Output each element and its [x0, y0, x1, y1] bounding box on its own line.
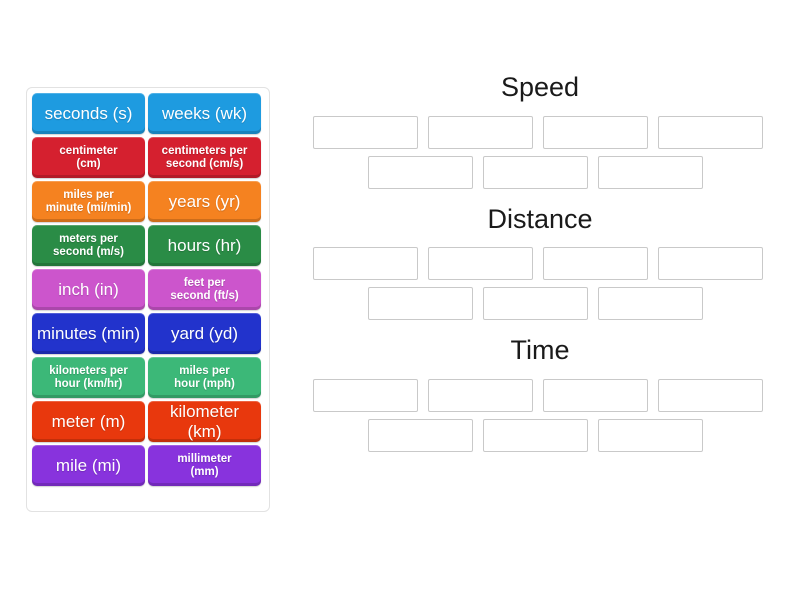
category-group: Distance	[290, 202, 780, 321]
slot-row	[290, 418, 780, 452]
unit-tile-label: kilometers per hour (km/hr)	[49, 364, 128, 390]
unit-tile-label: minutes (min)	[37, 323, 140, 343]
unit-tile-label: yard (yd)	[170, 323, 239, 343]
unit-tile-label: years (yr)	[168, 191, 241, 211]
unit-tile-label: miles per hour (mph)	[174, 364, 235, 390]
slot-row	[290, 247, 780, 281]
answer-slot[interactable]	[428, 115, 533, 149]
unit-tile-label: meter (m)	[51, 411, 126, 431]
answer-slot[interactable]	[428, 378, 533, 412]
unit-tile-label: centimeters per second (cm/s)	[161, 144, 248, 170]
answer-slot[interactable]	[313, 115, 418, 149]
unit-tile[interactable]: centimeter (cm)	[32, 137, 145, 178]
unit-tile[interactable]: hours (hr)	[148, 225, 261, 266]
answer-slot[interactable]	[482, 287, 588, 321]
unit-tile[interactable]: mile (mi)	[32, 445, 145, 486]
unit-tile[interactable]: miles per minute (mi/min)	[32, 181, 145, 222]
answer-slot[interactable]	[367, 155, 473, 189]
answer-slot[interactable]	[482, 418, 588, 452]
category-title: Distance	[487, 203, 593, 234]
unit-tile-bank: seconds (s) weeks (wk) centimeter (cm) cent…	[26, 87, 270, 512]
unit-tile[interactable]: meters per second (m/s)	[32, 225, 145, 266]
slot-row	[290, 378, 780, 412]
category-title: Time	[510, 335, 570, 366]
answer-slot[interactable]	[658, 115, 763, 149]
unit-tile-label: kilometer (km)	[170, 402, 239, 441]
unit-tile[interactable]: inch (in)	[32, 269, 145, 310]
unit-tile-label: feet per second (ft/s)	[170, 276, 239, 302]
unit-tile[interactable]: weeks (wk)	[148, 93, 261, 134]
answer-slot[interactable]	[543, 247, 648, 281]
unit-tile-label: mile (mi)	[55, 455, 122, 475]
answer-slot[interactable]	[367, 418, 473, 452]
category-group: Speed	[290, 70, 780, 189]
answer-slot[interactable]	[313, 378, 418, 412]
slot-row	[290, 115, 780, 149]
answer-slot[interactable]	[543, 378, 648, 412]
unit-tile[interactable]: kilometers per hour (km/hr)	[32, 357, 145, 398]
unit-tile[interactable]: seconds (s)	[32, 93, 145, 134]
unit-tile-label: hours (hr)	[167, 235, 242, 255]
unit-tile-label: millimeter (mm)	[177, 452, 232, 478]
unit-tile-label: meters per second (m/s)	[53, 232, 124, 258]
category-title: Speed	[500, 72, 580, 102]
answer-slot[interactable]	[367, 287, 473, 321]
answer-slot[interactable]	[428, 247, 533, 281]
unit-tile[interactable]: kilometer (km)	[148, 401, 261, 442]
answer-slot[interactable]	[597, 418, 703, 452]
unit-tile-label: weeks (wk)	[161, 103, 247, 123]
slot-row	[290, 287, 780, 321]
answer-slot[interactable]	[597, 155, 703, 189]
unit-tile[interactable]: miles per hour (mph)	[148, 357, 261, 398]
answer-slot[interactable]	[482, 155, 588, 189]
answer-slot[interactable]	[658, 247, 763, 281]
unit-tile[interactable]: meter (m)	[32, 401, 145, 442]
unit-tile[interactable]: millimeter (mm)	[148, 445, 261, 486]
unit-tile[interactable]: feet per second (ft/s)	[148, 269, 261, 310]
slot-row	[290, 155, 780, 189]
category-group: Time	[290, 333, 780, 452]
answer-slot[interactable]	[543, 115, 648, 149]
unit-tile-label: inch (in)	[58, 279, 119, 299]
unit-tile[interactable]: yard (yd)	[148, 313, 261, 354]
answer-slot[interactable]	[597, 287, 703, 321]
unit-tile[interactable]: centimeters per second (cm/s)	[148, 137, 261, 178]
answer-slot[interactable]	[658, 378, 763, 412]
unit-tile[interactable]: years (yr)	[148, 181, 261, 222]
unit-tile-label: centimeter (cm)	[59, 144, 118, 170]
unit-tile-label: miles per minute (mi/min)	[45, 188, 132, 214]
unit-tile-label: seconds (s)	[44, 103, 133, 123]
answer-slot[interactable]	[313, 247, 418, 281]
unit-tile[interactable]: minutes (min)	[32, 313, 145, 354]
